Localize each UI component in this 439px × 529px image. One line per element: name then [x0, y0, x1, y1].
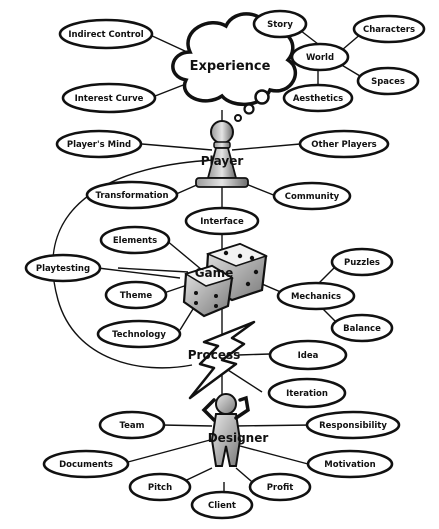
node-indirect-control: Indirect Control	[58, 18, 154, 50]
node-players-mind: Player's Mind	[55, 129, 143, 159]
svg-text:Idea: Idea	[298, 351, 319, 361]
node-client: Client	[190, 490, 254, 520]
node-spaces: Spaces	[356, 66, 420, 96]
node-world: World	[290, 42, 350, 72]
svg-text:Aesthetics: Aesthetics	[293, 94, 343, 104]
svg-text:Elements: Elements	[113, 236, 157, 246]
hub-process: Process	[188, 348, 241, 362]
node-balance: Balance	[330, 313, 394, 343]
svg-text:Responsibility: Responsibility	[319, 421, 387, 431]
node-theme: Theme	[104, 280, 168, 310]
svg-text:Iteration: Iteration	[286, 389, 328, 399]
node-story: Story	[252, 9, 308, 39]
node-playtesting: Playtesting	[24, 253, 102, 283]
svg-text:Other Players: Other Players	[311, 140, 376, 150]
node-iteration: Iteration	[267, 377, 347, 409]
svg-text:Puzzles: Puzzles	[344, 258, 380, 268]
node-motivation: Motivation	[306, 449, 394, 479]
svg-text:Playtesting: Playtesting	[36, 264, 90, 274]
designer-icon: Designer	[201, 393, 269, 467]
dice-icon: Game	[182, 242, 269, 318]
svg-text:Mechanics: Mechanics	[291, 292, 341, 302]
node-community: Community	[272, 181, 352, 211]
concept-nodes: Indirect Control Story Characters World …	[24, 9, 426, 520]
svg-text:Profit: Profit	[267, 483, 294, 493]
svg-text:Pitch: Pitch	[148, 483, 172, 493]
svg-text:Motivation: Motivation	[324, 460, 375, 470]
svg-text:Characters: Characters	[363, 25, 415, 35]
svg-text:World: World	[306, 53, 334, 63]
node-responsibility: Responsibility	[305, 410, 401, 440]
hub-game: Game	[195, 266, 234, 280]
node-aesthetics: Aesthetics	[282, 83, 354, 113]
hub-experience: Experience	[190, 59, 271, 74]
pawn-icon: Player	[195, 120, 249, 188]
hub-player: Player	[201, 154, 244, 168]
lightning-icon: Process	[188, 320, 256, 400]
node-technology: Technology	[96, 319, 182, 349]
node-mechanics: Mechanics	[276, 281, 356, 311]
svg-text:Theme: Theme	[120, 291, 152, 301]
node-other-players: Other Players	[298, 129, 390, 159]
svg-text:Balance: Balance	[343, 324, 381, 334]
svg-text:Player's Mind: Player's Mind	[67, 140, 131, 150]
svg-text:Interface: Interface	[200, 217, 244, 227]
node-team: Team	[98, 410, 166, 440]
svg-text:Team: Team	[119, 421, 144, 431]
node-idea: Idea	[268, 339, 348, 371]
node-documents: Documents	[42, 449, 130, 479]
svg-text:Indirect Control: Indirect Control	[68, 30, 143, 40]
hub-designer: Designer	[208, 431, 269, 445]
node-pitch: Pitch	[128, 472, 192, 502]
svg-text:Interest Curve: Interest Curve	[75, 94, 144, 104]
svg-text:Client: Client	[208, 501, 236, 511]
node-profit: Profit	[248, 472, 312, 502]
svg-text:Community: Community	[285, 192, 340, 202]
connector-lines	[52, 23, 363, 492]
experience-cloud: Experience	[171, 12, 298, 122]
svg-text:Story: Story	[267, 20, 293, 30]
svg-text:Spaces: Spaces	[371, 77, 405, 87]
node-elements: Elements	[99, 225, 171, 255]
node-interest-curve: Interest Curve	[61, 82, 157, 114]
node-puzzles: Puzzles	[330, 247, 394, 277]
node-transformation: Transformation	[85, 180, 179, 210]
node-interface: Interface	[184, 206, 260, 236]
svg-text:Documents: Documents	[59, 460, 113, 470]
svg-text:Transformation: Transformation	[95, 191, 168, 201]
svg-text:Technology: Technology	[112, 330, 166, 340]
node-characters: Characters	[352, 14, 426, 44]
